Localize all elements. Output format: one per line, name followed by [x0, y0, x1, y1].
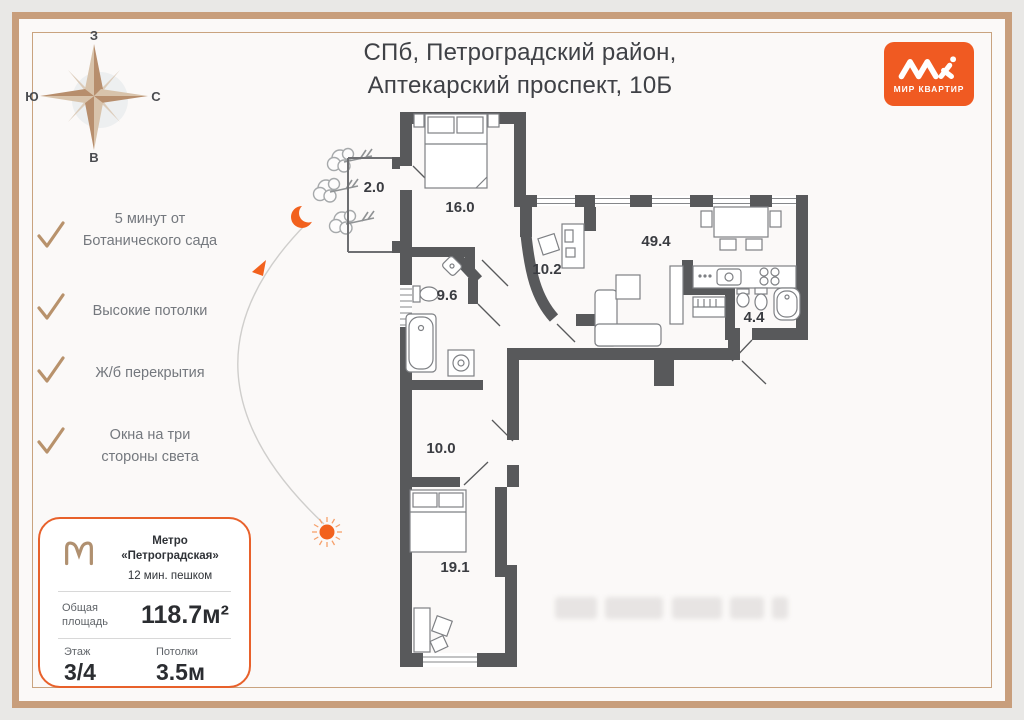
divider: [58, 638, 231, 639]
floorplan-svg: 2.0 16.0 10.2 49.4 9.6 4.4 10.0 19.1: [237, 112, 808, 667]
wall: [392, 241, 400, 253]
sun-path-arc: [237, 221, 325, 525]
bathtub: [773, 287, 801, 321]
moon-icon: [291, 203, 318, 228]
sink: [736, 288, 750, 308]
tree-icon: [312, 177, 359, 203]
wall: [392, 157, 400, 169]
feature-item-slabs: Ж/б перекрытия: [95, 365, 205, 381]
nightstand: [487, 113, 500, 128]
kitchen-counter: [669, 265, 797, 325]
arrow-icon: [252, 260, 266, 276]
check-icon: [37, 221, 65, 248]
sun-icon: [312, 517, 342, 547]
logo-label: МИР КВАРТИР: [893, 84, 965, 94]
title-line-1: СПб, Петроградский район,: [363, 39, 677, 66]
compass-east-label: В: [89, 150, 98, 165]
floor-label: Этаж: [64, 646, 91, 658]
walls: [400, 112, 808, 667]
sofa: [594, 274, 662, 347]
check-icon: [37, 427, 65, 454]
page-title: СПб, Петроградский район, Аптекарский пр…: [290, 36, 750, 102]
check-icon: [37, 293, 65, 320]
check-icon: [37, 356, 65, 383]
room-label-living: 49.4: [641, 233, 671, 250]
room-label-bathroom: 9.6: [437, 287, 458, 304]
balcony-outline: [347, 157, 400, 253]
wall-diagonal: [447, 248, 483, 284]
compass-west-label: З: [90, 28, 98, 43]
desk: [413, 607, 454, 654]
mir-kvartir-logo: МИР КВАРТИР: [884, 42, 974, 106]
metro-walk-time: 12 мин. пешком: [127, 570, 213, 582]
ghost-watermark: [555, 597, 788, 619]
room-label-hall: 10.2: [532, 261, 561, 278]
feature-item-ceilings: Высокие потолки: [92, 303, 208, 319]
compass-south-label: Ю: [25, 89, 38, 104]
room-label-wc: 4.4: [744, 309, 766, 326]
ceiling-label: Потолки: [156, 646, 198, 658]
dining-table: [700, 206, 782, 251]
divider: [58, 591, 231, 592]
metro-icon: [65, 541, 93, 566]
compass-rose-icon: З С Ю В: [25, 28, 161, 165]
feature-item-park: 5 минут от Ботанического сада: [82, 211, 218, 249]
bed: [424, 113, 488, 189]
mk-mark-icon: [898, 56, 957, 80]
bed: [409, 489, 467, 553]
metro-row: Метро «Петроградская» 12 мин. пешком: [60, 534, 236, 584]
bathtub: [405, 313, 437, 373]
tree-icon: [326, 147, 373, 173]
door: [412, 165, 767, 486]
metro-station: Метро «Петроградская»: [121, 535, 219, 562]
corner-sink: [442, 256, 462, 276]
toilet: [412, 285, 439, 303]
feature-item-windows: Окна на три стороны света: [101, 427, 199, 465]
ceiling-value: 3.5м: [156, 659, 205, 685]
room-label-bedroom: 16.0: [445, 199, 474, 216]
tree-icon: [328, 209, 375, 235]
furniture: [405, 113, 801, 654]
room-label-hallway: 10.0: [426, 440, 455, 457]
total-area-label: Общая площадь: [62, 602, 108, 628]
title-line-2: Аптекарский проспект, 10Б: [367, 72, 673, 99]
wall-curved: [520, 234, 559, 322]
floor-value: 3/4: [64, 659, 96, 685]
compass-north-label: С: [151, 89, 161, 104]
wardrobe: [692, 296, 726, 318]
info-card: Метро «Петроградская» 12 мин. пешком Общ…: [38, 517, 251, 688]
washing-machine: [447, 349, 475, 377]
nightstand: [413, 113, 425, 128]
room-label-balcony: 2.0: [364, 179, 385, 196]
metro-text: Метро «Петроградская» 12 мин. пешком: [104, 534, 236, 584]
toilet: [754, 287, 768, 311]
total-area-value: 118.7м²: [140, 601, 229, 629]
room-label-bedroom-2: 19.1: [440, 559, 469, 576]
desk: [537, 223, 585, 269]
